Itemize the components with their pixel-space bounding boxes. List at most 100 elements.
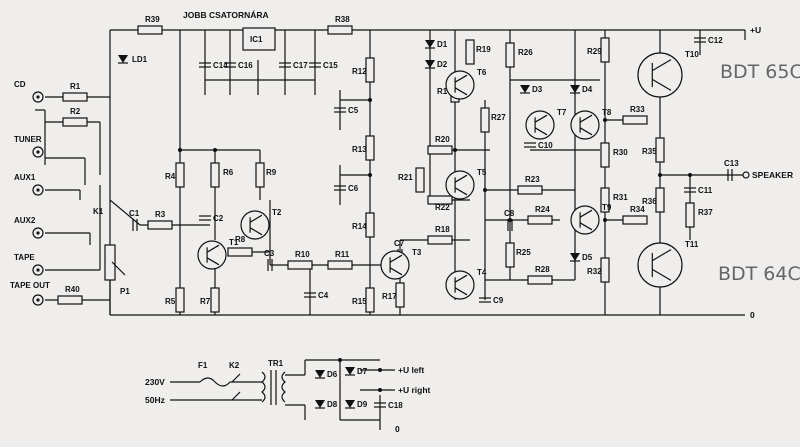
transistor-t5 [445, 170, 475, 200]
capacitor-c11 [684, 187, 696, 193]
capacitor-label-c1: C1 [129, 209, 140, 218]
transistor-label-t1: T1 [229, 238, 239, 247]
led-label: LD1 [132, 55, 148, 64]
transistor-label-t5: T5 [477, 168, 487, 177]
transistor-label-t7: T7 [557, 108, 567, 117]
capacitor-c5 [334, 107, 346, 113]
capacitor-label-c13: C13 [724, 159, 739, 168]
resistor-label-r12: R12 [352, 67, 367, 76]
resistor-r38 [327, 25, 353, 35]
resistor-r30 [600, 142, 610, 168]
transistor-t1 [197, 240, 227, 270]
ic1-regulator [242, 27, 276, 51]
resistor-r28 [527, 275, 553, 285]
capacitor-c2 [199, 215, 211, 221]
resistor-r2 [62, 117, 88, 127]
junction-dot [688, 173, 692, 177]
resistor-r7 [210, 287, 220, 313]
transistor-label-t2: T2 [272, 208, 282, 217]
diode-d6 [315, 370, 325, 379]
transistor-t2 [240, 210, 270, 240]
resistor-label-r28: R28 [535, 265, 550, 274]
diode-label-d7: D7 [357, 367, 368, 376]
switch-k1-label: K1 [93, 207, 104, 216]
resistor-label-r15: R15 [352, 297, 367, 306]
resistor-label-r19: R19 [476, 45, 491, 54]
capacitor-c6 [334, 185, 346, 191]
resistor-r40 [57, 295, 83, 305]
resistor-r23 [517, 185, 543, 195]
resistor-r9 [255, 162, 265, 188]
resistor-label-r39: R39 [145, 15, 160, 24]
capacitor-c3 [267, 259, 273, 271]
capacitor-label-c17: C17 [293, 61, 308, 70]
input-jack-3 [32, 184, 44, 196]
resistor-label-r8: R8 [235, 235, 246, 244]
resistor-r36 [655, 187, 665, 213]
resistor-label-r33: R33 [630, 105, 645, 114]
diode-d4 [570, 85, 580, 94]
transistor-label-t11: T11 [685, 240, 699, 249]
resistor-r19 [465, 39, 475, 65]
capacitor-label-c15: C15 [323, 61, 338, 70]
capacitor-c14 [199, 62, 211, 68]
resistor-label-r34: R34 [630, 205, 645, 214]
resistor-label-r26: R26 [518, 48, 533, 57]
capacitor-label-c2: C2 [213, 214, 224, 223]
junction-dot [603, 218, 607, 222]
resistor-label-r27: R27 [491, 113, 506, 122]
resistor-label-r1: R1 [70, 82, 81, 91]
capacitor-label-c10: C10 [538, 141, 553, 150]
junction-dot [368, 98, 372, 102]
transistor-label-t10: T10 [685, 50, 699, 59]
junction-dot [378, 368, 382, 372]
junction-dot [508, 218, 512, 222]
led-ld1 [118, 55, 128, 64]
capacitor-c4 [304, 292, 316, 298]
resistor-label-r2: R2 [70, 107, 81, 116]
capacitor-c17 [279, 62, 291, 68]
diode-d9 [345, 400, 355, 409]
resistor-r22 [427, 195, 453, 205]
diode-d2 [425, 60, 435, 69]
transistor-t11 [637, 242, 683, 288]
capacitor-c12 [694, 37, 706, 43]
capacitor-label-c3: C3 [264, 249, 275, 258]
capacitor-label-c5: C5 [348, 106, 359, 115]
resistor-label-r29: R29 [587, 47, 602, 56]
capacitor-label-c9: C9 [493, 296, 504, 305]
junction-dot [603, 118, 607, 122]
junction-dot [178, 148, 182, 152]
junction-dot [658, 173, 662, 177]
resistor-r39 [137, 25, 163, 35]
resistor-label-r3: R3 [155, 210, 166, 219]
resistor-label-r17: R17 [382, 292, 397, 301]
capacitor-label-c4: C4 [318, 291, 329, 300]
transistor-t6 [445, 70, 475, 100]
capacitor-c15 [309, 62, 321, 68]
capacitor-label-c8: C8 [504, 209, 515, 218]
resistor-label-r32: R32 [587, 267, 602, 276]
junction-dot [338, 358, 342, 362]
speaker-terminal [742, 171, 750, 179]
transistor-t7 [525, 110, 555, 140]
resistor-label-r22: R22 [435, 203, 450, 212]
resistor-label-r4: R4 [165, 172, 176, 181]
resistor-r31 [600, 187, 610, 213]
capacitor-label-c6: C6 [348, 184, 359, 193]
resistor-label-r30: R30 [613, 148, 628, 157]
capacitor-label-c12: C12 [708, 36, 723, 45]
resistor-label-r25: R25 [516, 248, 531, 257]
transistor-label-t8: T8 [602, 108, 612, 117]
resistor-r11 [327, 260, 353, 270]
transistor-label-t6: T6 [477, 68, 487, 77]
fuse-f1 [199, 377, 231, 387]
resistor-label-r20: R20 [435, 135, 450, 144]
resistor-label-r23: R23 [525, 175, 540, 184]
transformer-label: TR1 [268, 359, 284, 368]
resistor-r8 [227, 247, 253, 257]
resistor-r24 [527, 215, 553, 225]
diode-d8 [315, 400, 325, 409]
resistor-label-r9: R9 [266, 168, 277, 177]
